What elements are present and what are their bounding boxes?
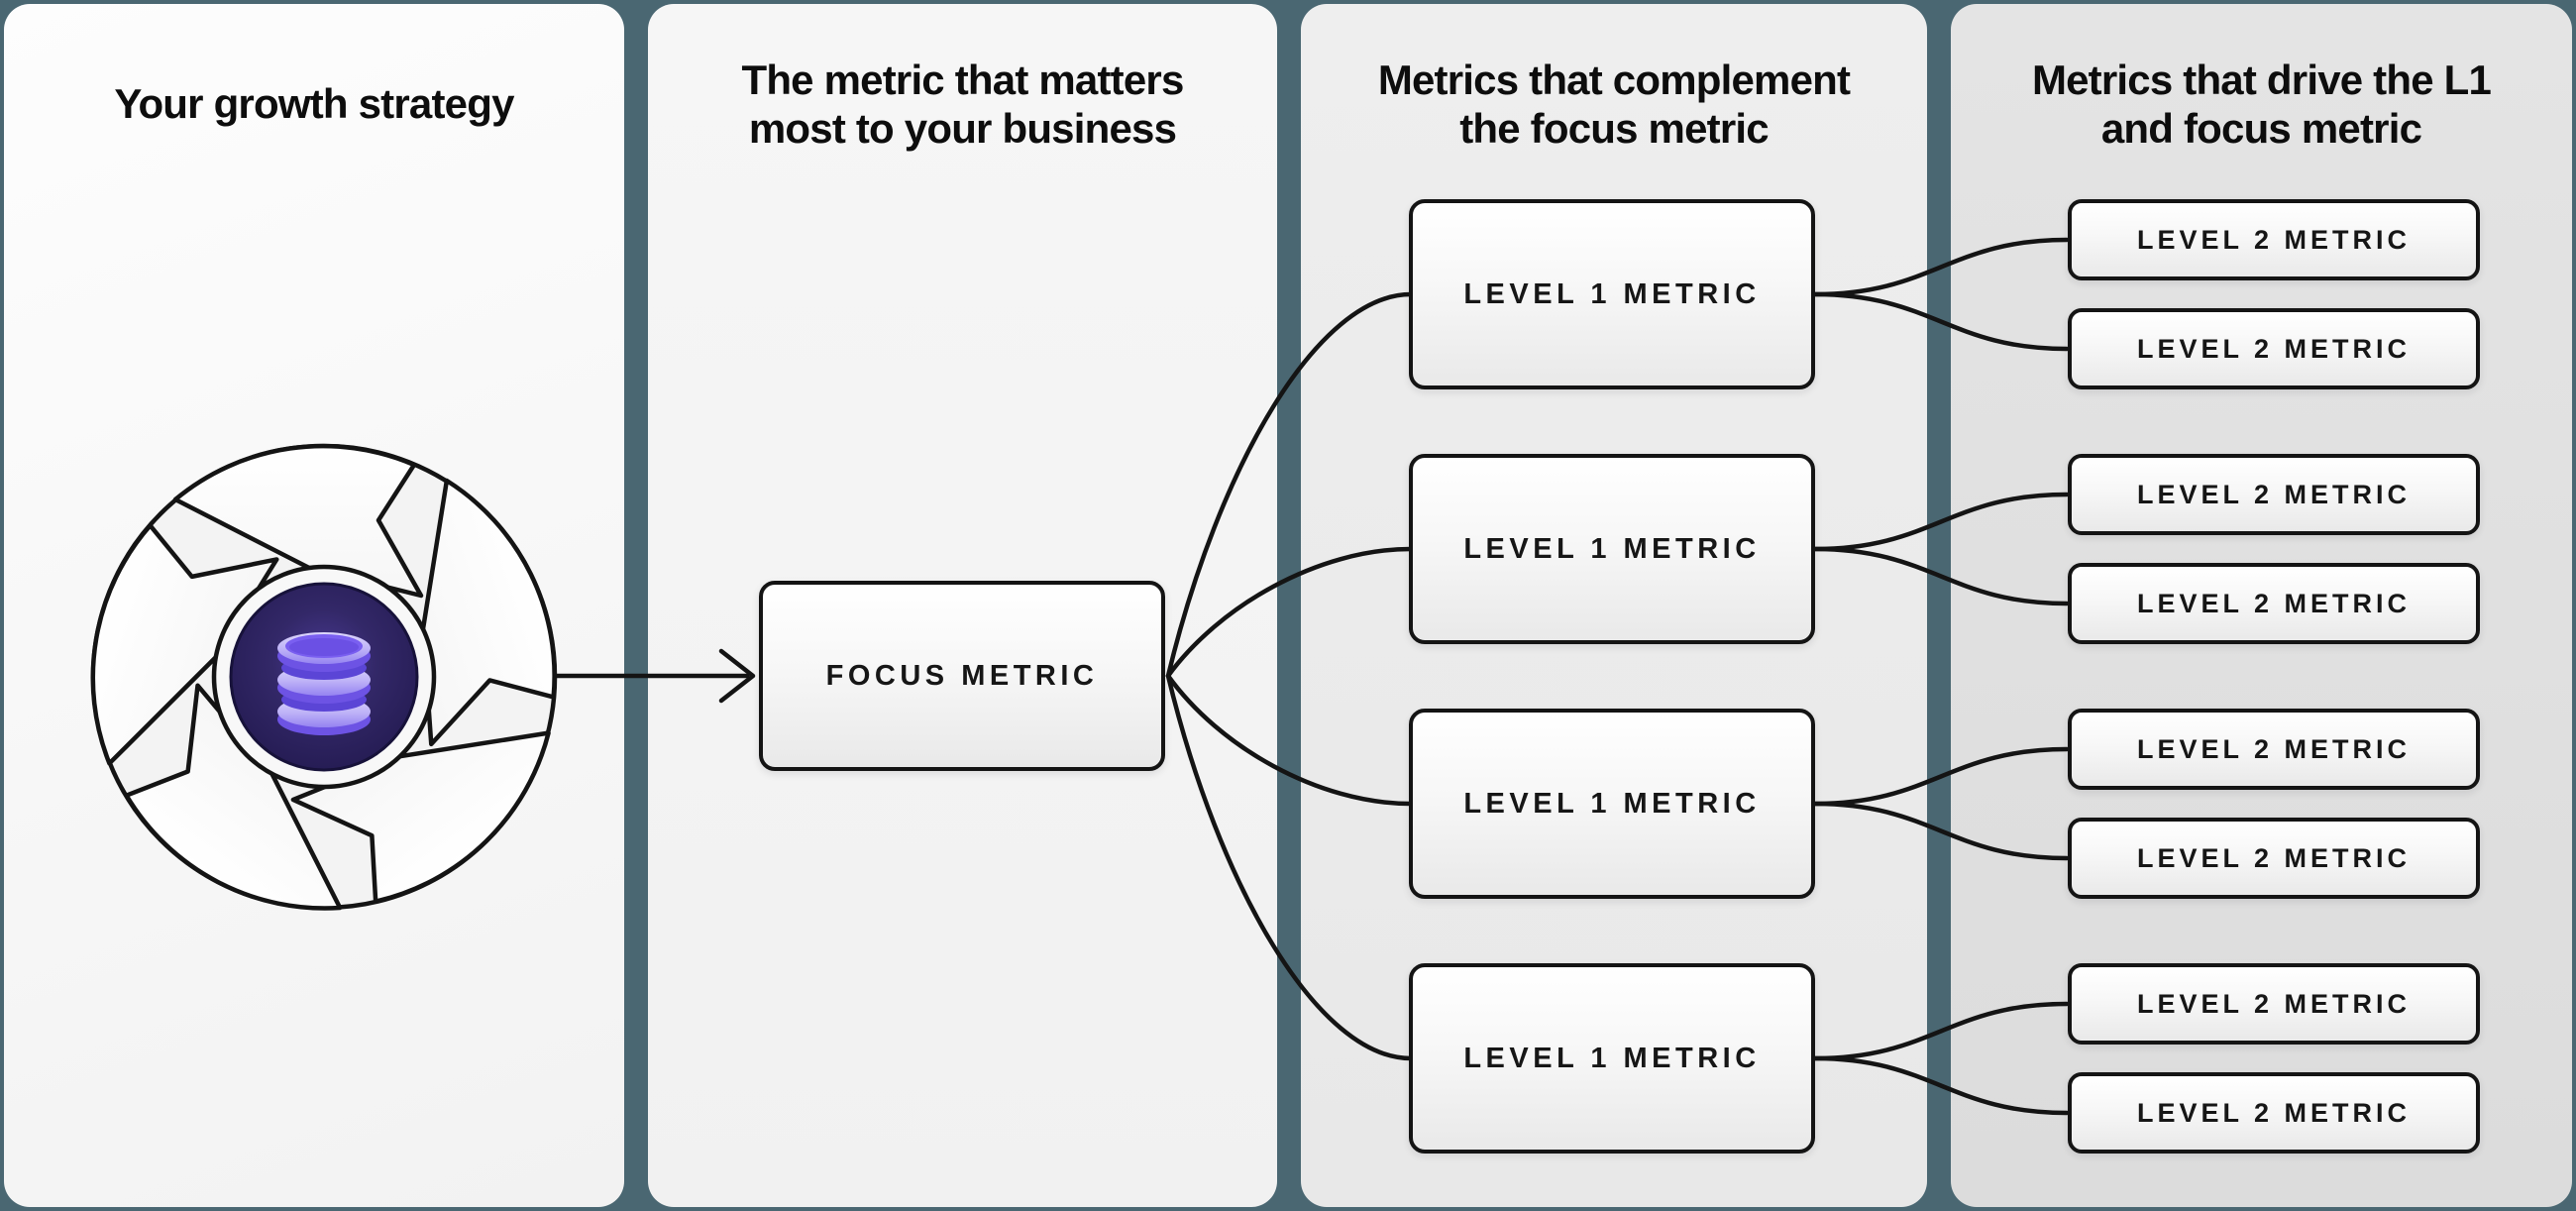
flywheel-blades [90,443,557,911]
flywheel-icon [90,443,558,911]
database-icon [277,632,371,735]
panel-title-line: most to your business [748,105,1177,152]
panel-title-line: and focus metric [2100,105,2422,152]
level1-metric-label: LEVEL 1 METRIC [1463,787,1761,820]
focus-metric-label: FOCUS METRIC [825,659,1099,692]
level2-metric-label: LEVEL 2 METRIC [2136,224,2412,255]
level2-metric-node: LEVEL 2 METRIC [2068,454,2480,535]
level2-metric-label: LEVEL 2 METRIC [2136,733,2412,764]
level1-metric-node: LEVEL 1 METRIC [1409,963,1815,1154]
level2-metric-node: LEVEL 2 METRIC [2068,1072,2480,1154]
panel-title: The metric that matters most to your bus… [648,55,1277,153]
level1-metric-node: LEVEL 1 METRIC [1409,199,1815,389]
level2-metric-node: LEVEL 2 METRIC [2068,308,2480,389]
panel-title-line: Metrics that complement [1377,56,1851,103]
level2-metric-label: LEVEL 2 METRIC [2136,333,2412,364]
panel-title: Your growth strategy [4,79,624,128]
level2-metric-node: LEVEL 2 METRIC [2068,199,2480,280]
level2-metric-label: LEVEL 2 METRIC [2136,988,2412,1019]
focus-metric-node: FOCUS METRIC [759,581,1165,771]
level1-metric-label: LEVEL 1 METRIC [1463,1042,1761,1074]
panel-title-line: The metric that matters [741,56,1184,103]
panel-title-line: Metrics that drive the L1 [2031,56,2492,103]
level1-metric-label: LEVEL 1 METRIC [1463,532,1761,565]
level2-metric-node: LEVEL 2 METRIC [2068,709,2480,790]
level2-metric-node: LEVEL 2 METRIC [2068,963,2480,1045]
level2-metric-node: LEVEL 2 METRIC [2068,818,2480,899]
level1-metric-node: LEVEL 1 METRIC [1409,709,1815,899]
panel-title-line: Your growth strategy [114,80,514,127]
panel-title: Metrics that complement the focus metric [1301,55,1927,153]
level2-metric-label: LEVEL 2 METRIC [2136,588,2412,618]
level2-metric-label: LEVEL 2 METRIC [2136,1097,2412,1128]
level1-metric-label: LEVEL 1 METRIC [1463,277,1761,310]
level2-metric-label: LEVEL 2 METRIC [2136,842,2412,873]
level2-metric-label: LEVEL 2 METRIC [2136,479,2412,509]
panel-title-line: the focus metric [1459,105,1769,152]
level1-metric-node: LEVEL 1 METRIC [1409,454,1815,644]
panel-title: Metrics that drive the L1 and focus metr… [1951,55,2572,153]
level2-metric-node: LEVEL 2 METRIC [2068,563,2480,644]
